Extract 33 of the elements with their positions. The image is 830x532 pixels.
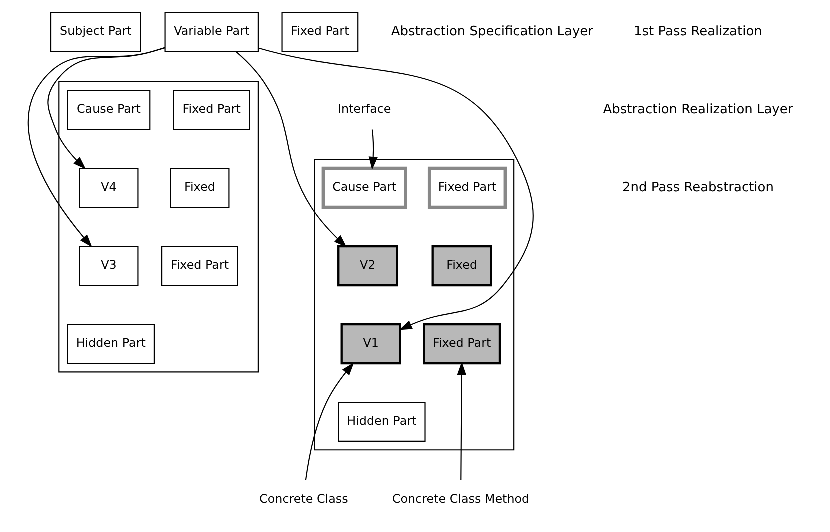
node-box: Cause Part <box>67 90 151 130</box>
arrow <box>305 362 354 480</box>
label: Abstraction Realization Layer <box>603 102 794 118</box>
node-text: Concrete Class <box>260 492 348 506</box>
node-box: V1 <box>340 323 402 365</box>
node-box: Hidden Part <box>338 402 426 442</box>
node-box: Variable Part <box>164 12 259 52</box>
node-box: Fixed Part <box>162 246 238 286</box>
node-box: Hidden Part <box>67 324 155 364</box>
node-box: V2 <box>338 245 398 287</box>
node-box: Subject Part <box>50 12 142 52</box>
arrow <box>368 130 378 170</box>
label: 2nd Pass Reabstraction <box>622 180 774 196</box>
label: Abstraction Specification Layer <box>391 24 594 40</box>
node-box: Fixed Part <box>173 90 250 130</box>
node-box: Fixed Part <box>423 323 502 365</box>
arrow <box>28 48 166 248</box>
node-box: Fixed <box>170 168 230 208</box>
node-box: V4 <box>79 168 139 208</box>
arrow <box>236 51 347 248</box>
node-box: V3 <box>79 246 139 286</box>
node-box: Fixed Part <box>282 12 359 52</box>
arrow <box>457 362 466 480</box>
label: 1st Pass Realization <box>634 24 762 40</box>
node-box: Fixed <box>432 245 492 287</box>
node-text: Interface <box>338 102 392 116</box>
arrow <box>48 47 166 170</box>
arrow <box>258 48 534 330</box>
cluster <box>58 81 259 373</box>
node-box: Cause Part <box>322 166 408 210</box>
node-text: Concrete Class Method <box>392 492 530 506</box>
cluster <box>314 159 515 451</box>
node-box: Fixed Part <box>428 166 508 210</box>
